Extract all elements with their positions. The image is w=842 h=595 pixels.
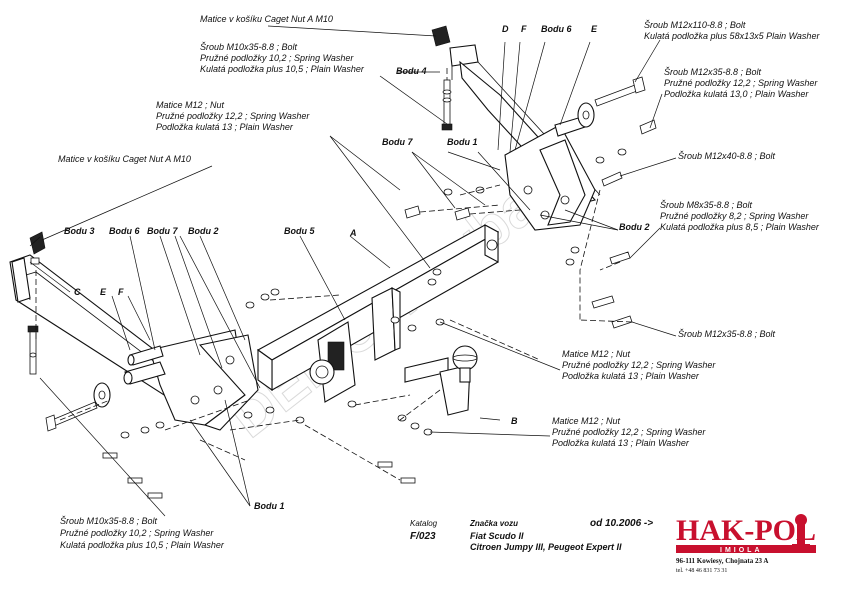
label-bodu-1-bottom: Bodu 1 [254,501,285,511]
callout-bolt-m10x35-top-1: Šroub M10x35-8.8 ; Bolt [200,42,298,52]
catalog-value: F/023 [410,531,436,542]
callout-bolt-m10x35-top-3: Kulatá podložka plus 10,5 ; Plain Washer [200,64,365,74]
callout-nut-m12-low-2: Pružné podložky 12,2 ; Spring Washer [552,427,706,437]
logo-phone: tel. +48 46 831 73 31 [676,568,727,574]
leader-lines [29,25,677,517]
from-date: od 10.2006 -> [590,518,653,529]
label-bodu-7-left: Bodu 7 [147,226,178,236]
callout-bolt-m12x35-bottom: Šroub M12x35-8.8 ; Bolt [678,329,776,339]
callout-nut-m12-top-2: Pružné podložky 12,2 ; Spring Washer [156,111,310,121]
callout-nut-m12-low-1: Matice M12 ; Nut [552,416,621,426]
label-bodu-2-right: Bodu 2 [619,222,650,232]
tow-ball-b [404,345,478,416]
logo-address: 96-111 Kowiesy, Chojnata 23 A [676,557,768,565]
callout-bolt-m12x110-1: Šroub M12x110-8.8 ; Bolt [644,20,746,30]
callout-bolt-m10x35-bottom-2: Pružné podložky 10,2 ; Spring Washer [60,528,214,538]
callout-nut-m12-mid-3: Podložka kulatá 13 ; Plain Washer [562,371,700,381]
callout-bolt-m10x35-top-2: Pružné podložky 10,2 ; Spring Washer [200,53,354,63]
label-f-left: F [118,287,124,297]
callout-nut-m10-top: Matice v košíku Caget Nut A M10 [200,14,333,24]
vehicle-line-1: Fiat Scudo II [470,531,524,541]
right-mounting-plate [504,102,596,231]
callout-bolt-m8x35-2: Pružné podložky 8,2 ; Spring Washer [660,211,809,221]
label-bodu-7-top: Bodu 7 [382,137,413,147]
label-bodu-5: Bodu 5 [284,226,315,236]
callout-nut-m12-mid-1: Matice M12 ; Nut [562,349,631,359]
label-bodu-3: Bodu 3 [64,226,95,236]
label-bodu-2-left: Bodu 2 [188,226,219,236]
hak-pol-logo: HAK-POL IMIOLA 96-111 Kowiesy, Chojnata … [676,514,816,574]
left-long-bolt [45,382,111,432]
label-e-left: E [100,287,107,297]
callout-nut-m12-low-3: Podložka kulatá 13 ; Plain Washer [552,438,690,448]
vehicle-line-2: Citroen Jumpy III, Peugeot Expert II [470,542,622,552]
label-bodu-6-left: Bodu 6 [109,226,140,236]
label-d: D [502,24,509,34]
logo-tag: IMIOLA [720,547,763,554]
label-c: C [74,287,81,297]
fasteners [27,25,657,499]
right-long-bolt-m12x110 [594,76,646,107]
callout-bolt-m12x40: Šroub M12x40-8.8 ; Bolt [678,151,776,161]
callout-bolt-m12x110-2: Kulatá podložka plus 58x13x5 Plain Washe… [644,31,820,41]
logo-band [676,545,816,553]
logo-text: HAK-POL [676,514,816,547]
footer-info: Katalog F/023 Značka vozu Fiat Scudo II … [410,518,653,552]
label-bodu-1-top: Bodu 1 [447,137,478,147]
left-mounting-plate [123,329,259,431]
label-f-top: F [521,24,527,34]
callout-nut-m10-left: Matice v košíku Caget Nut A M10 [58,154,191,164]
callout-bolt-m8x35-1: Šroub M8x35-8.8 ; Bolt [660,200,753,210]
callout-bolt-m12x35-right-1: Šroub M12x35-8.8 ; Bolt [664,67,762,77]
brand-label: Značka vozu [469,519,518,528]
catalog-label: Katalog [410,519,438,528]
label-bodu-6-top: Bodu 6 [541,24,572,34]
label-b: B [511,416,518,426]
label-e-top: E [591,24,598,34]
label-a: A [349,228,357,238]
callout-bolt-m8x35-3: Kulatá podložka plus 8,5 ; Plain Washer [660,222,820,232]
callout-nut-m12-top-1: Matice M12 ; Nut [156,100,225,110]
callout-bolt-m10x35-bottom-1: Šroub M10x35-8.8 ; Bolt [60,516,158,526]
point-labels: Bodu 4 D F Bodu 6 E Bodu 7 Bodu 1 Bodu 2… [64,24,650,511]
label-bodu-4: Bodu 4 [396,66,427,76]
callout-bolt-m10x35-bottom-3: Kulatá podložka plus 10,5 ; Plain Washer [60,540,225,550]
callout-bolt-m12x35-right-2: Pružné podložky 12,2 ; Spring Washer [664,78,818,88]
callout-labels: Matice v košíku Caget Nut A M10 Šroub M1… [58,14,820,550]
assembly-lines [35,68,633,481]
callout-nut-m12-mid-2: Pružné podložky 12,2 ; Spring Washer [562,360,716,370]
callout-nut-m12-top-3: Podložka kulatá 13 ; Plain Washer [156,122,294,132]
callout-bolt-m12x35-right-3: Podložka kulatá 13,0 ; Plain Washer [664,89,809,99]
center-mount-bracket [309,287,401,403]
